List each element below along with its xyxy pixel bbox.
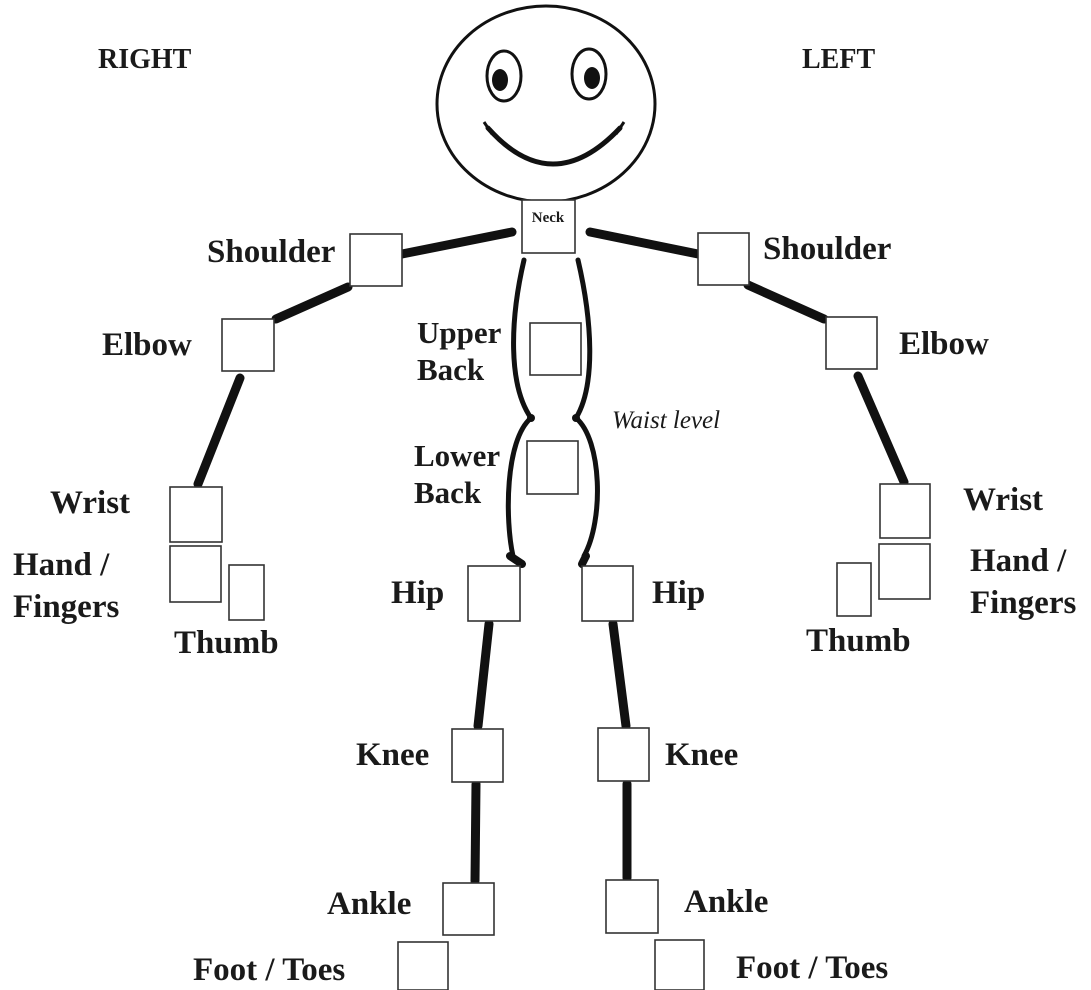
torso-left-side — [576, 260, 597, 556]
right-elbow-checkbox[interactable] — [222, 319, 274, 371]
right-thigh-limb — [478, 624, 489, 726]
right-hand-checkbox[interactable] — [170, 546, 221, 602]
left-wrist-checkbox[interactable] — [880, 484, 930, 538]
head-outline — [437, 6, 655, 202]
right-wrist-label: Wrist — [50, 485, 130, 521]
right-knee-checkbox[interactable] — [452, 729, 503, 782]
lower-back-label-line1: Lower — [414, 438, 500, 473]
left-pupil — [584, 67, 600, 89]
right-thumb-label: Thumb — [174, 625, 279, 661]
right-ankle-checkbox[interactable] — [443, 883, 494, 935]
right-upper-arm-limb — [276, 287, 348, 319]
right-shin-limb — [475, 784, 476, 881]
hip-joint-left — [582, 556, 586, 564]
right-side-heading: RIGHT — [98, 44, 192, 75]
left-hand-checkbox[interactable] — [879, 544, 930, 599]
left-shoulder-label: Shoulder — [763, 231, 891, 267]
left-upper-arm-limb — [748, 285, 824, 319]
right-elbow-label: Elbow — [102, 327, 192, 363]
right-shoulder-label: Shoulder — [207, 234, 335, 270]
left-collar-limb — [590, 232, 698, 254]
upper-back-label-line1: Upper — [417, 315, 502, 350]
right-hip-checkbox[interactable] — [468, 566, 520, 621]
left-elbow-checkbox[interactable] — [826, 317, 877, 369]
right-collar-limb — [402, 232, 512, 254]
right-pupil — [492, 69, 508, 91]
right-forearm-limb — [198, 378, 240, 484]
left-thumb-label: Thumb — [806, 623, 911, 659]
left-forearm-limb — [858, 376, 904, 482]
right-ankle-label: Ankle — [327, 886, 411, 922]
head — [437, 6, 655, 202]
waist-mark-left — [572, 414, 580, 422]
left-wrist-label: Wrist — [963, 482, 1043, 518]
left-thumb-checkbox[interactable] — [837, 563, 871, 616]
left-hip-checkbox[interactable] — [582, 566, 633, 621]
torso — [508, 260, 597, 564]
right-hand-label-line2: Fingers — [13, 589, 119, 625]
upper-back-label-line2: Back — [417, 352, 485, 387]
lower-back-checkbox[interactable] — [527, 441, 578, 494]
left-hip-label: Hip — [652, 575, 705, 611]
hip-joint-right — [510, 556, 522, 564]
left-thigh-limb — [613, 624, 626, 726]
left-foot-checkbox[interactable] — [655, 940, 704, 990]
right-thumb-checkbox[interactable] — [229, 565, 264, 620]
right-shoulder-checkbox[interactable] — [350, 234, 402, 286]
right-hip-label: Hip — [391, 575, 444, 611]
left-knee-label: Knee — [665, 737, 738, 773]
left-foot-label: Foot / Toes — [736, 950, 888, 986]
left-hand-label-line1: Hand / — [970, 543, 1067, 579]
left-shoulder-checkbox[interactable] — [698, 233, 749, 285]
waist-mark-right — [527, 414, 535, 422]
left-hand-label-line2: Fingers — [970, 585, 1076, 621]
neck-checkbox[interactable] — [522, 200, 575, 253]
lower-back-label-line2: Back — [414, 475, 482, 510]
left-elbow-label: Elbow — [899, 326, 989, 362]
neck-label: Neck — [532, 210, 565, 226]
left-ankle-label: Ankle — [684, 884, 768, 920]
right-wrist-checkbox[interactable] — [170, 487, 222, 542]
torso-right-side — [508, 260, 531, 556]
left-knee-checkbox[interactable] — [598, 728, 649, 781]
right-hand-label-line1: Hand / — [13, 547, 110, 583]
left-side-heading: LEFT — [802, 44, 875, 75]
right-foot-label: Foot / Toes — [193, 952, 345, 988]
right-foot-checkbox[interactable] — [398, 942, 448, 990]
left-ankle-checkbox[interactable] — [606, 880, 658, 933]
upper-back-checkbox[interactable] — [530, 323, 581, 375]
waist-level-label: Waist level — [612, 407, 720, 434]
right-knee-label: Knee — [356, 737, 429, 773]
